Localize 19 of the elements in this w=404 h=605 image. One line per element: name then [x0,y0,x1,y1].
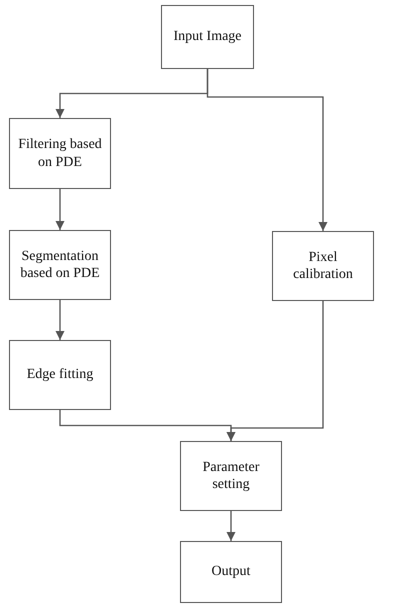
process-box [9,340,111,410]
box-label: Parameter setting [202,458,260,494]
box-label: Edge fitting [26,366,94,384]
process-box [180,441,282,511]
arrow [226,301,324,441]
arrow [56,189,64,230]
process-box [180,541,282,603]
process-box [161,5,254,69]
arrow [226,511,236,541]
box-label: Segmentation based on PDE [19,248,101,282]
box-label: Output [212,563,250,581]
box-label: Input Image [173,28,242,46]
process-box [9,230,111,300]
arrow [206,69,328,231]
process-box [9,118,111,189]
process-box [272,231,374,301]
arrow [56,300,64,340]
box-label: Pixel calibration [292,248,354,284]
box-label: Filtering based on PDE [17,136,103,171]
